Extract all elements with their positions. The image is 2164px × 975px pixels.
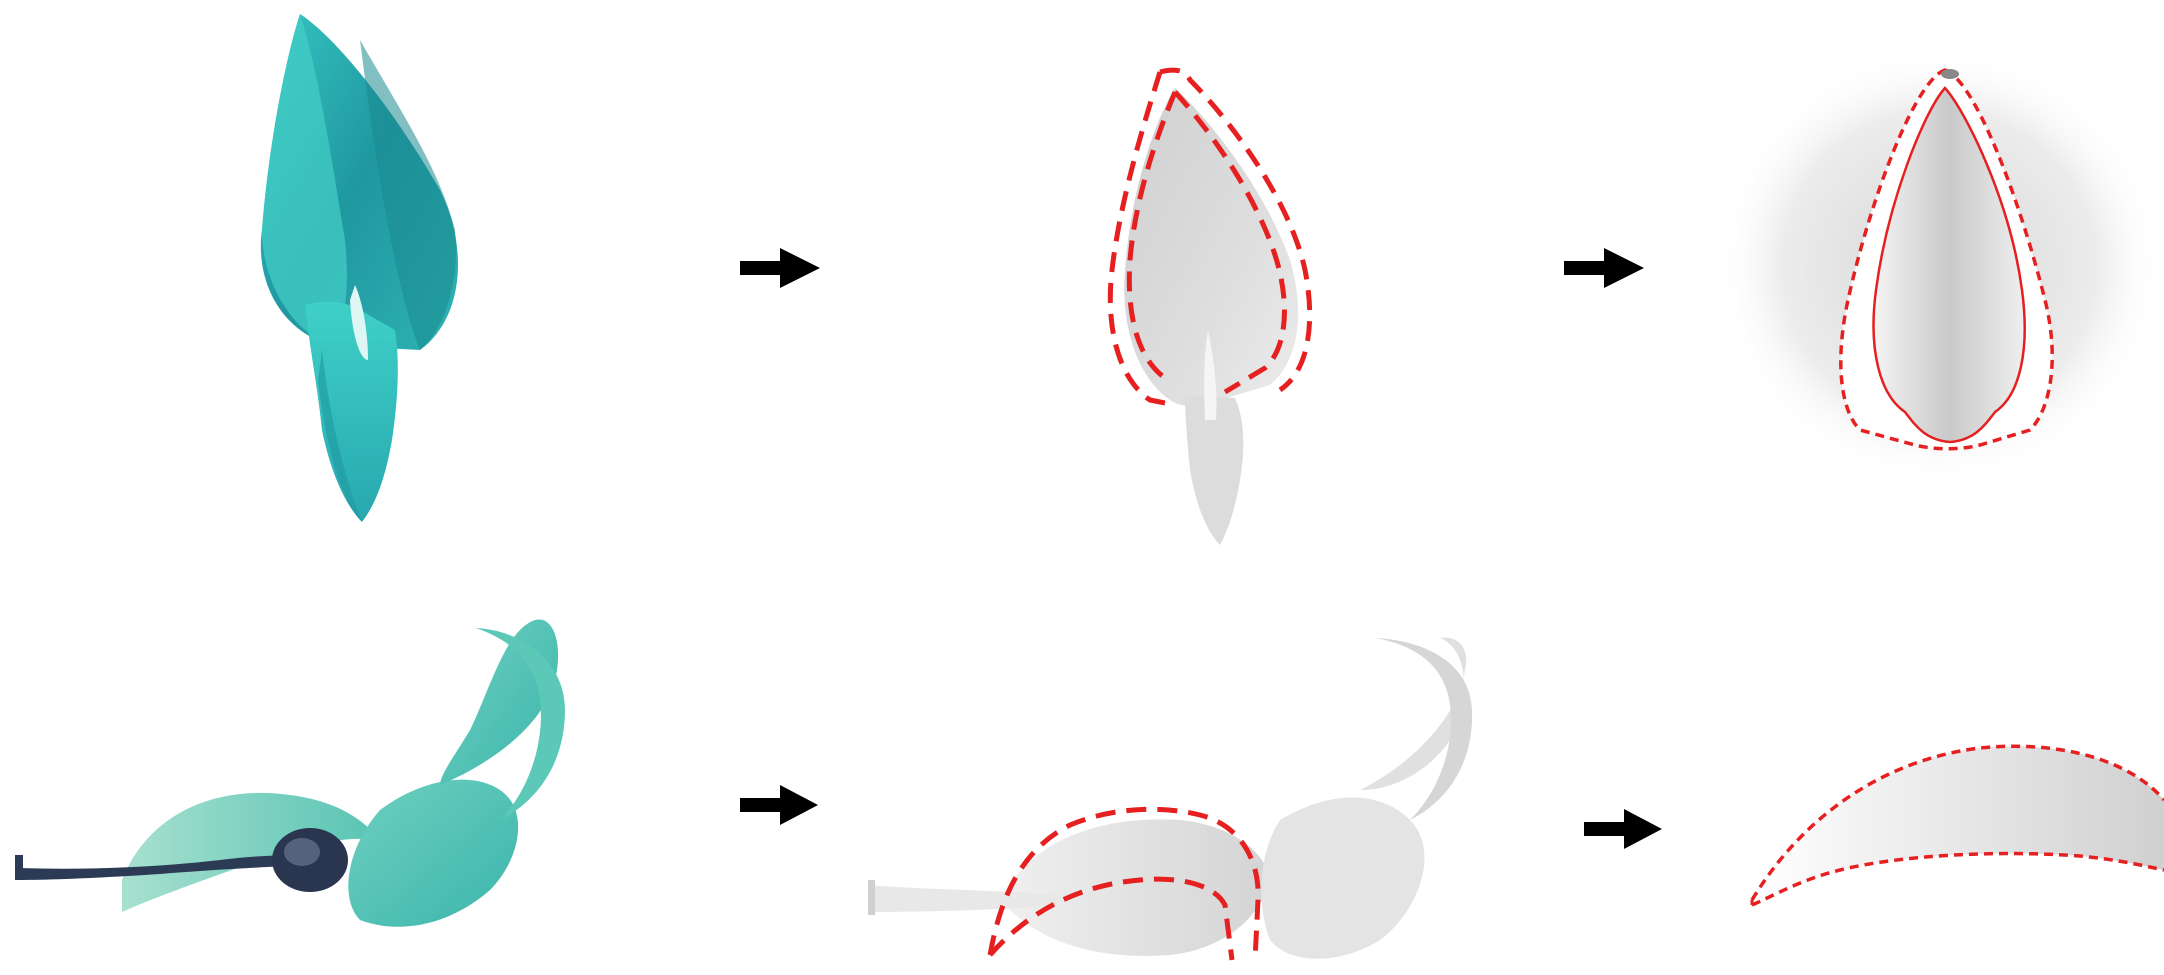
grayscale-segmentation-front [1110,70,1309,545]
right-arrow-icon [1564,248,1644,288]
grayscale-segmentation-side [868,638,1472,960]
petal-3d-model-front [1715,45,2164,485]
petal-3d-model-side [1752,746,2164,905]
flower-photo-front [261,14,458,522]
right-arrow-icon [740,785,818,825]
right-arrow-icon [740,248,820,288]
right-arrow-icon [1584,809,1662,849]
flower-photo-side [15,620,565,927]
